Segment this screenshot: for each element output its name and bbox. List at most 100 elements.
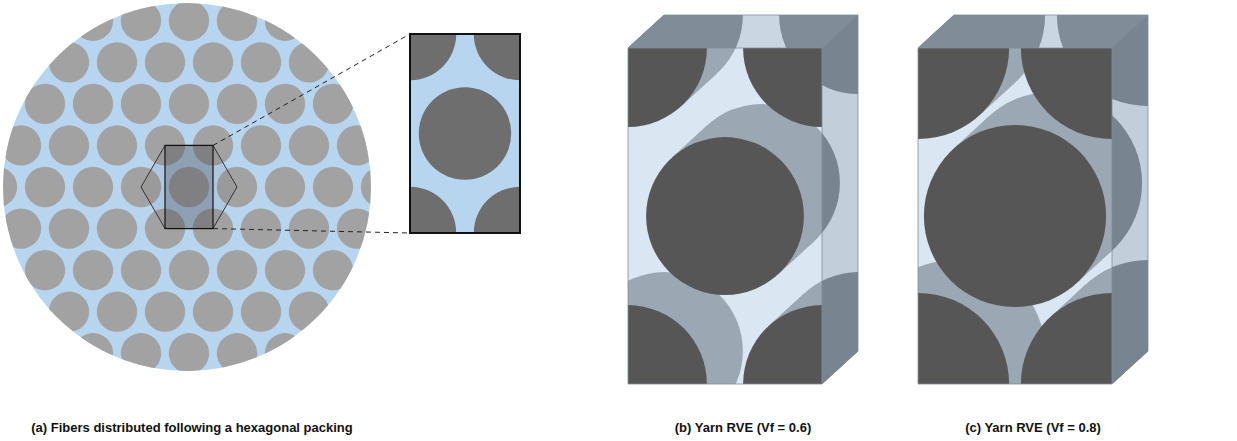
fiber — [49, 42, 89, 82]
fiber — [0, 84, 17, 124]
fiber — [121, 333, 161, 373]
fiber — [313, 250, 353, 290]
fiber — [361, 250, 401, 290]
matrix-top-face — [918, 15, 1148, 48]
fiber — [1, 125, 41, 165]
panel-caption: (b) Yarn RVE (Vf = 0.6) — [675, 420, 811, 435]
fiber — [481, 375, 521, 415]
fiber — [193, 42, 233, 82]
rve-box — [549, 0, 937, 441]
fiber — [73, 84, 113, 124]
fiber — [474, 34, 520, 80]
fiber — [49, 292, 89, 332]
fiber — [25, 1, 65, 41]
box-outline — [628, 15, 858, 384]
fiber — [145, 42, 185, 82]
fiber — [313, 167, 353, 207]
box-outline — [918, 15, 1148, 384]
fiber — [337, 375, 377, 415]
fiber — [169, 84, 209, 124]
fiber — [25, 333, 65, 373]
fiber — [265, 167, 305, 207]
fiber — [97, 125, 137, 165]
fiber — [361, 416, 401, 441]
fiber — [385, 375, 425, 415]
fiber — [97, 292, 137, 332]
packing-panel — [0, 0, 566, 441]
fiber — [265, 333, 305, 373]
fiber — [217, 250, 257, 290]
fiber — [25, 250, 65, 290]
fiber — [337, 292, 377, 332]
fiber — [97, 208, 137, 248]
fiber-cap — [646, 137, 804, 295]
fiber — [1, 375, 41, 415]
inset-border — [410, 34, 520, 233]
zoom-inset — [364, 0, 566, 279]
fiber — [409, 250, 449, 290]
fiber — [25, 84, 65, 124]
fiber — [1, 292, 41, 332]
hexagon-cell — [141, 145, 237, 228]
box-edge — [822, 15, 858, 48]
fiber — [145, 375, 185, 415]
fiber — [457, 416, 497, 441]
yarn-cross-section — [3, 3, 371, 371]
fiber — [337, 42, 377, 82]
fiber — [361, 1, 401, 41]
fiber — [241, 125, 281, 165]
fiber-cap — [1021, 48, 1112, 139]
fiber — [145, 292, 185, 332]
fiber-group — [410, 34, 520, 233]
box-edge — [1112, 15, 1148, 48]
fiber — [361, 167, 401, 207]
fiber — [193, 375, 233, 415]
fiber — [97, 375, 137, 415]
fiber-cap — [628, 305, 707, 384]
zoom-leader — [213, 229, 410, 233]
fiber — [0, 167, 17, 207]
fiber — [361, 333, 401, 373]
matrix-top-face — [628, 15, 858, 48]
fiber — [313, 333, 353, 373]
fiber — [474, 187, 520, 233]
fiber — [289, 125, 329, 165]
fiber — [0, 250, 17, 290]
fiber — [337, 208, 377, 248]
fiber — [49, 208, 89, 248]
fiber — [121, 84, 161, 124]
fiber — [1, 42, 41, 82]
fiber — [419, 87, 511, 179]
fiber — [0, 416, 17, 441]
fiber — [97, 42, 137, 82]
box-edge — [918, 48, 1112, 384]
fiber — [241, 42, 281, 82]
fiber — [0, 333, 17, 373]
fiber — [0, 1, 17, 41]
fiber — [457, 250, 497, 290]
fiber — [25, 167, 65, 207]
fiber — [265, 84, 305, 124]
fiber — [385, 292, 425, 332]
fiber — [169, 250, 209, 290]
fiber-cap — [918, 48, 1009, 139]
fiber — [313, 1, 353, 41]
rve-box — [827, 0, 1237, 441]
fiber — [169, 1, 209, 41]
fiber — [217, 84, 257, 124]
fiber — [1, 208, 41, 248]
fiber — [289, 208, 329, 248]
rve-highlight — [165, 145, 213, 228]
box-edge — [628, 48, 822, 384]
fiber-cap — [1021, 293, 1112, 384]
zoom-leader — [213, 34, 410, 145]
fiber-cap — [743, 48, 822, 127]
fiber — [361, 84, 401, 124]
fiber — [73, 1, 113, 41]
fiber — [169, 333, 209, 373]
fiber — [121, 250, 161, 290]
fiber-cap — [918, 293, 1009, 384]
fiber — [121, 1, 161, 41]
